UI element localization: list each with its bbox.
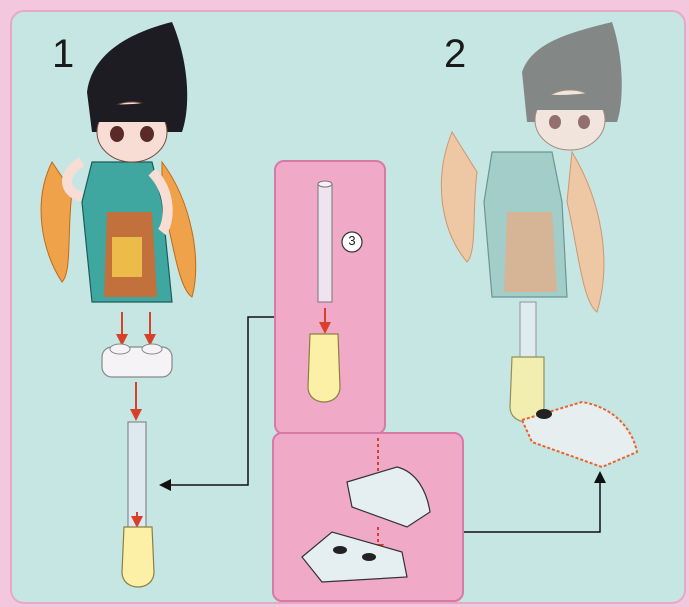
- callout-foot-parts: [302, 438, 430, 582]
- figure-2-doll: [441, 22, 621, 422]
- arrow-to-step2: [464, 474, 600, 532]
- arrow-to-step1: [162, 317, 274, 485]
- callout-number-label: 3: [344, 233, 360, 248]
- figure-1-doll: [41, 22, 196, 587]
- assembly-illustration: [12, 12, 686, 604]
- highlighted-foot-piece: [522, 402, 637, 467]
- callout-leg-parts: [308, 181, 340, 402]
- instruction-panel: 1 2: [10, 10, 686, 604]
